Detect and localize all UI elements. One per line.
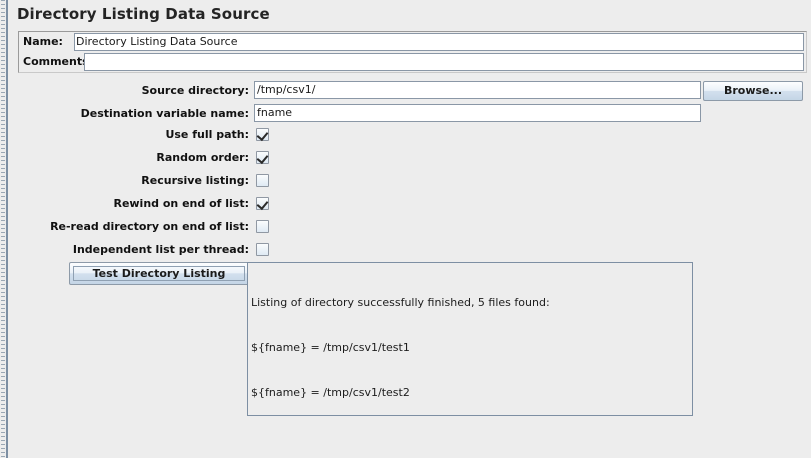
rewind-on-end-of-list-label: Rewind on end of list: bbox=[113, 197, 249, 210]
source-directory-label: Source directory: bbox=[141, 84, 249, 97]
rewind-on-end-of-list-checkbox[interactable] bbox=[256, 197, 269, 210]
use-full-path-label: Use full path: bbox=[165, 128, 249, 141]
re-read-directory-checkbox[interactable] bbox=[256, 220, 269, 233]
result-line: ${fname} = /tmp/csv1/test1 bbox=[251, 341, 410, 354]
re-read-directory-label: Re-read directory on end of list: bbox=[50, 220, 249, 233]
test-directory-listing-button-label: Test Directory Listing bbox=[92, 267, 226, 280]
independent-list-per-thread-checkbox[interactable] bbox=[256, 243, 269, 256]
browse-button-label: Browse... bbox=[723, 84, 783, 97]
independent-list-per-thread-row: Independent list per thread: bbox=[9, 240, 811, 260]
test-result-output[interactable]: Listing of directory successfully finish… bbox=[247, 262, 693, 416]
recursive-listing-label: Recursive listing: bbox=[141, 174, 249, 187]
recursive-listing-row: Recursive listing: bbox=[9, 171, 811, 191]
name-input[interactable]: Directory Listing Data Source bbox=[74, 33, 804, 51]
random-order-row: Random order: bbox=[9, 148, 811, 168]
re-read-directory-row: Re-read directory on end of list: bbox=[9, 217, 811, 237]
split-pane-divider[interactable] bbox=[0, 0, 9, 458]
destination-variable-label: Destination variable name: bbox=[80, 107, 249, 120]
name-comments-group: Name: Directory Listing Data Source Comm… bbox=[18, 31, 807, 73]
comments-row: Comments: bbox=[19, 53, 806, 72]
independent-list-per-thread-label: Independent list per thread: bbox=[72, 243, 249, 256]
comments-label: Comments: bbox=[23, 55, 94, 68]
comments-input[interactable] bbox=[84, 53, 804, 71]
directory-listing-config-panel: Directory Listing Data Source Name: Dire… bbox=[9, 0, 811, 458]
destination-variable-row: Destination variable name: fname bbox=[9, 104, 811, 124]
result-line: Listing of directory successfully finish… bbox=[251, 296, 550, 309]
test-directory-listing-button[interactable]: Test Directory Listing bbox=[69, 262, 249, 285]
use-full-path-row: Use full path: bbox=[9, 125, 811, 145]
divider-rule bbox=[6, 0, 8, 458]
result-line: ${fname} = /tmp/csv1/test2 bbox=[251, 386, 410, 399]
recursive-listing-checkbox[interactable] bbox=[256, 174, 269, 187]
random-order-checkbox[interactable] bbox=[256, 151, 269, 164]
source-directory-row: Source directory: /tmp/csv1/ bbox=[9, 81, 811, 101]
browse-button[interactable]: Browse... bbox=[703, 81, 803, 101]
use-full-path-checkbox[interactable] bbox=[256, 128, 269, 141]
name-row: Name: Directory Listing Data Source bbox=[19, 33, 806, 52]
random-order-label: Random order: bbox=[156, 151, 249, 164]
name-label: Name: bbox=[23, 35, 63, 48]
divider-texture bbox=[1, 0, 5, 458]
page-title: Directory Listing Data Source bbox=[17, 5, 270, 23]
rewind-on-end-of-list-row: Rewind on end of list: bbox=[9, 194, 811, 214]
source-directory-input[interactable]: /tmp/csv1/ bbox=[254, 81, 701, 99]
destination-variable-input[interactable]: fname bbox=[254, 104, 701, 122]
